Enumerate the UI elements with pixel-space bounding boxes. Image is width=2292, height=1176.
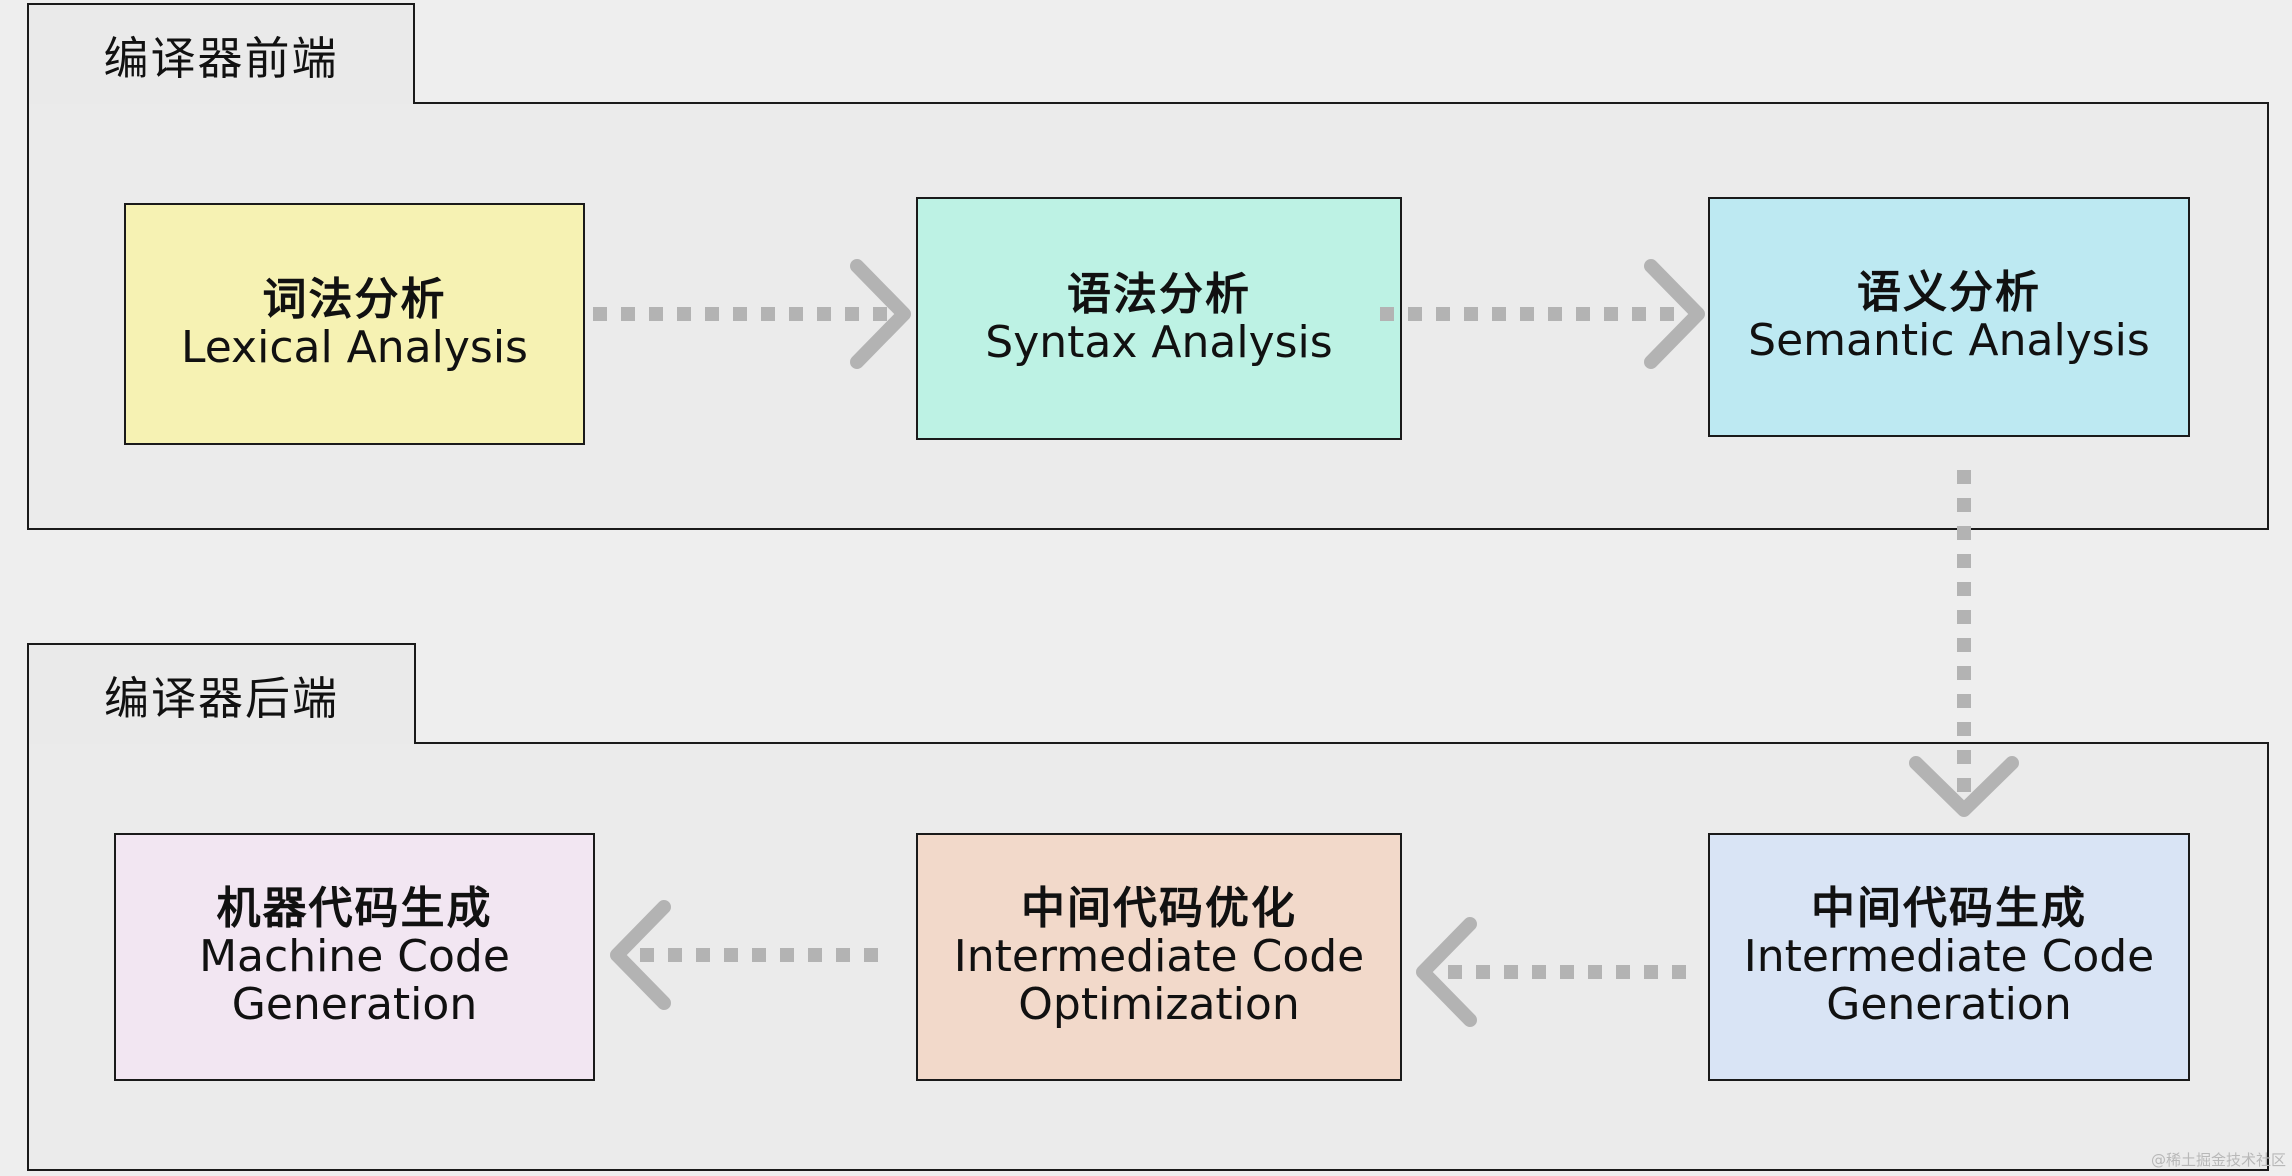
backend-tab: 编译器后端 (27, 643, 416, 744)
intermediate-code-generation-box: 中间代码生成 Intermediate Code Generation (1708, 833, 2190, 1081)
machine-code-generation-en: Machine Code Generation (199, 931, 510, 1030)
lexical-analysis-box: 词法分析 Lexical Analysis (124, 203, 585, 445)
watermark: @稀土掘金技术社区 (2150, 1151, 2286, 1169)
syntax-analysis-en: Syntax Analysis (985, 316, 1333, 368)
intermediate-code-optimization-en: Intermediate Code Optimization (953, 931, 1365, 1030)
intermediate-code-generation-en: Intermediate Code Generation (1743, 931, 2155, 1030)
semantic-analysis-box: 语义分析 Semantic Analysis (1708, 197, 2190, 437)
syntax-analysis-zh: 语法分析 (1067, 268, 1251, 320)
semantic-analysis-en: Semantic Analysis (1748, 315, 2150, 366)
intermediate-code-generation-zh: 中间代码生成 (1811, 883, 2087, 934)
frontend-title: 编译器前端 (103, 32, 339, 85)
semantic-analysis-zh: 语义分析 (1857, 267, 2041, 318)
syntax-analysis-box: 语法分析 Syntax Analysis (916, 197, 1402, 440)
lexical-analysis-en: Lexical Analysis (181, 322, 528, 373)
lexical-analysis-zh: 词法分析 (262, 274, 447, 325)
machine-code-generation-box: 机器代码生成 Machine Code Generation (114, 833, 595, 1081)
backend-title: 编译器后端 (103, 672, 339, 725)
machine-code-generation-zh: 机器代码生成 (216, 883, 493, 934)
intermediate-code-optimization-zh: 中间代码优化 (1021, 883, 1297, 934)
frontend-tab: 编译器前端 (27, 3, 415, 104)
intermediate-code-optimization-box: 中间代码优化 Intermediate Code Optimization (916, 833, 1402, 1081)
